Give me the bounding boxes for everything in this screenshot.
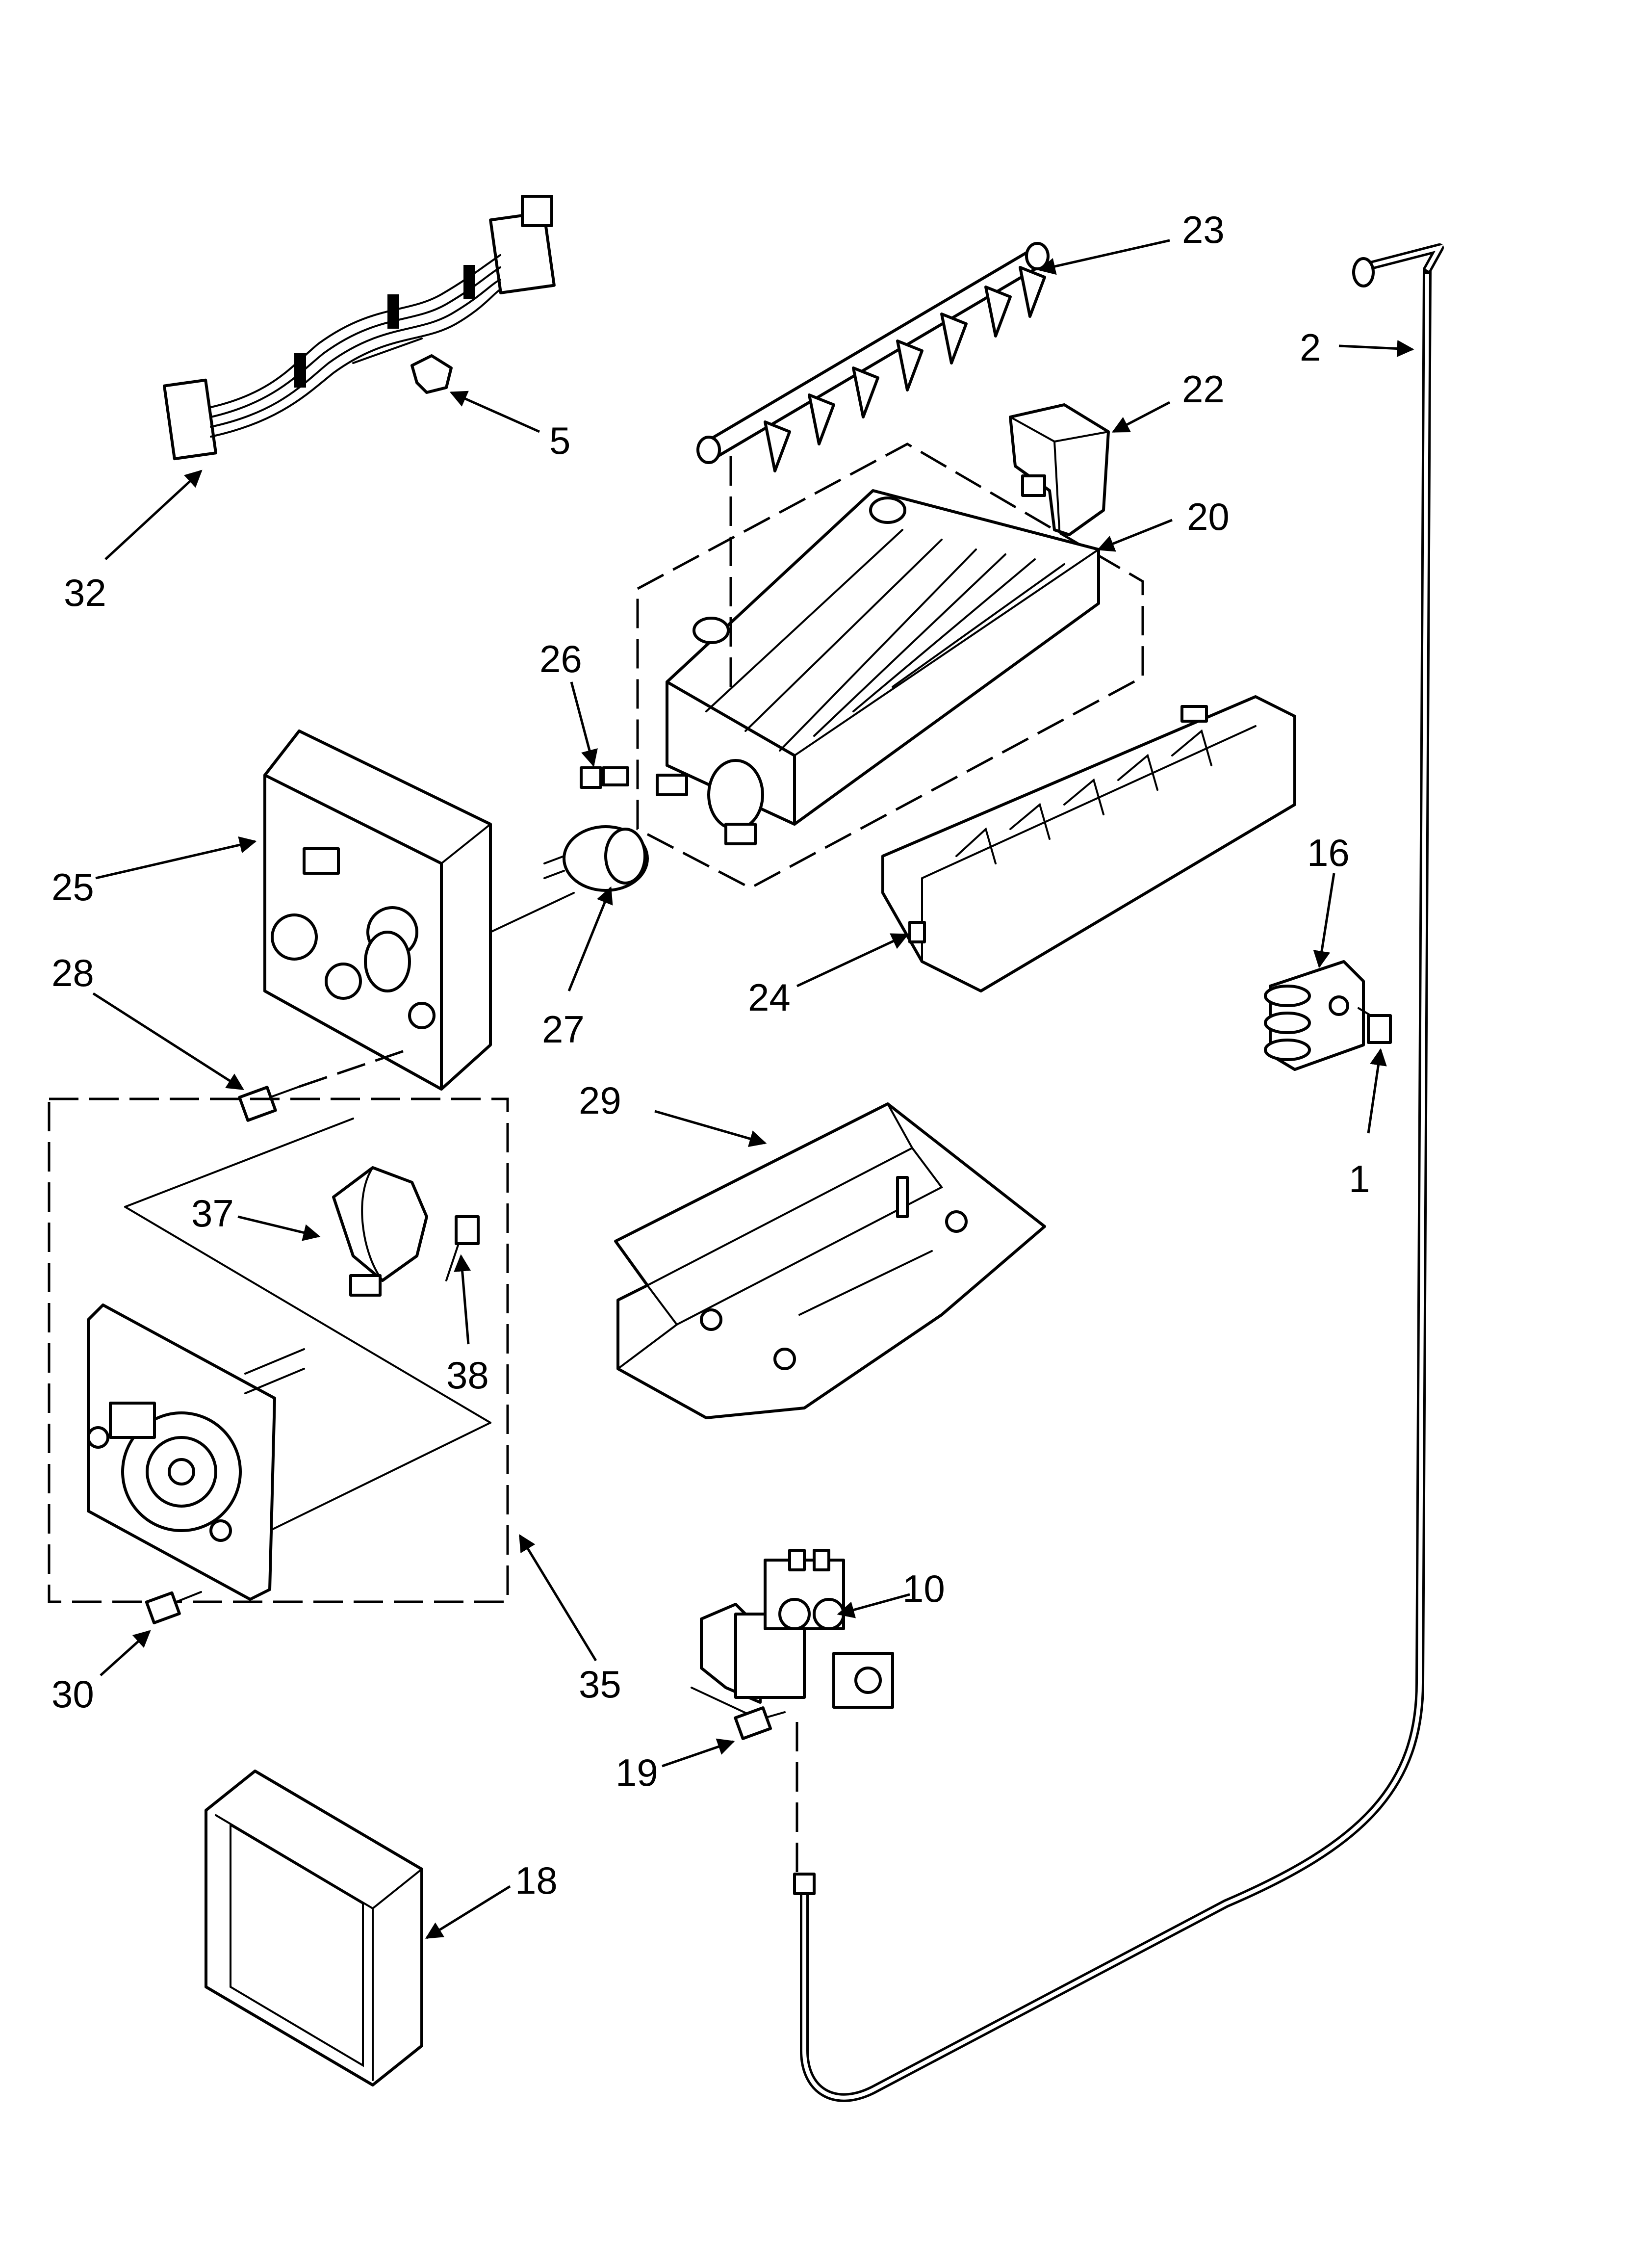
screw-28-part [238,1086,300,1122]
ice-mold-part [636,443,1144,889]
thermostat-part [543,825,649,892]
water-valve-part [691,1549,894,1723]
screw-38-part [445,1215,480,1281]
callout-18: 18 [515,1859,558,1902]
fill-tube-part [793,243,1444,2102]
screw-1-part [1358,1007,1392,1044]
callout-25: 25 [51,865,94,909]
screw-28-guide [299,1048,408,1088]
callout-2: 2 [1300,326,1321,369]
callout-35: 35 [579,1663,621,1706]
callout-30: 30 [51,1672,94,1716]
ice-bin-part [205,1770,423,2086]
ice-stripper-part [881,695,1296,992]
wire-harness-part [162,195,556,461]
fill-cup-part [1009,403,1110,536]
leader-lines [92,239,1414,1939]
wire-clip-part [410,354,453,394]
callout-20: 20 [1187,495,1230,538]
callout-23: 23 [1182,208,1225,251]
callout-26: 26 [539,637,582,680]
module-housing-part [263,730,492,1091]
callout-5: 5 [549,419,570,462]
ejector-part [696,242,1050,472]
callout-29: 29 [579,1079,621,1122]
callout-labels: 23 2 22 5 32 20 26 25 16 28 27 24 29 1 3… [51,208,1370,1902]
screw-30-part [145,1591,202,1624]
callout-28: 28 [51,951,94,994]
motor-assembly-dashed-box [48,1097,509,1603]
callout-32: 32 [64,571,106,614]
callout-16: 16 [1307,831,1350,874]
callout-38: 38 [446,1354,489,1397]
callout-22: 22 [1182,367,1225,411]
callout-19: 19 [616,1751,658,1794]
callout-10: 10 [902,1567,945,1610]
motor-part [332,1166,428,1297]
screw-19-part [734,1706,786,1740]
callout-37: 37 [191,1192,234,1235]
mounting-plate-part [87,1303,305,1601]
clamp-part [1264,960,1365,1071]
callout-27: 27 [542,1008,585,1051]
housing-wire-line [489,892,575,933]
callout-24: 24 [748,976,791,1019]
stud-part [580,766,629,789]
callout-1: 1 [1349,1157,1370,1200]
motor-assembly-guide-2 [124,1206,491,1424]
motor-assembly-guide-3 [269,1422,491,1532]
motor-assembly-guide-1 [124,1118,354,1208]
cover-part [614,1102,1046,1419]
